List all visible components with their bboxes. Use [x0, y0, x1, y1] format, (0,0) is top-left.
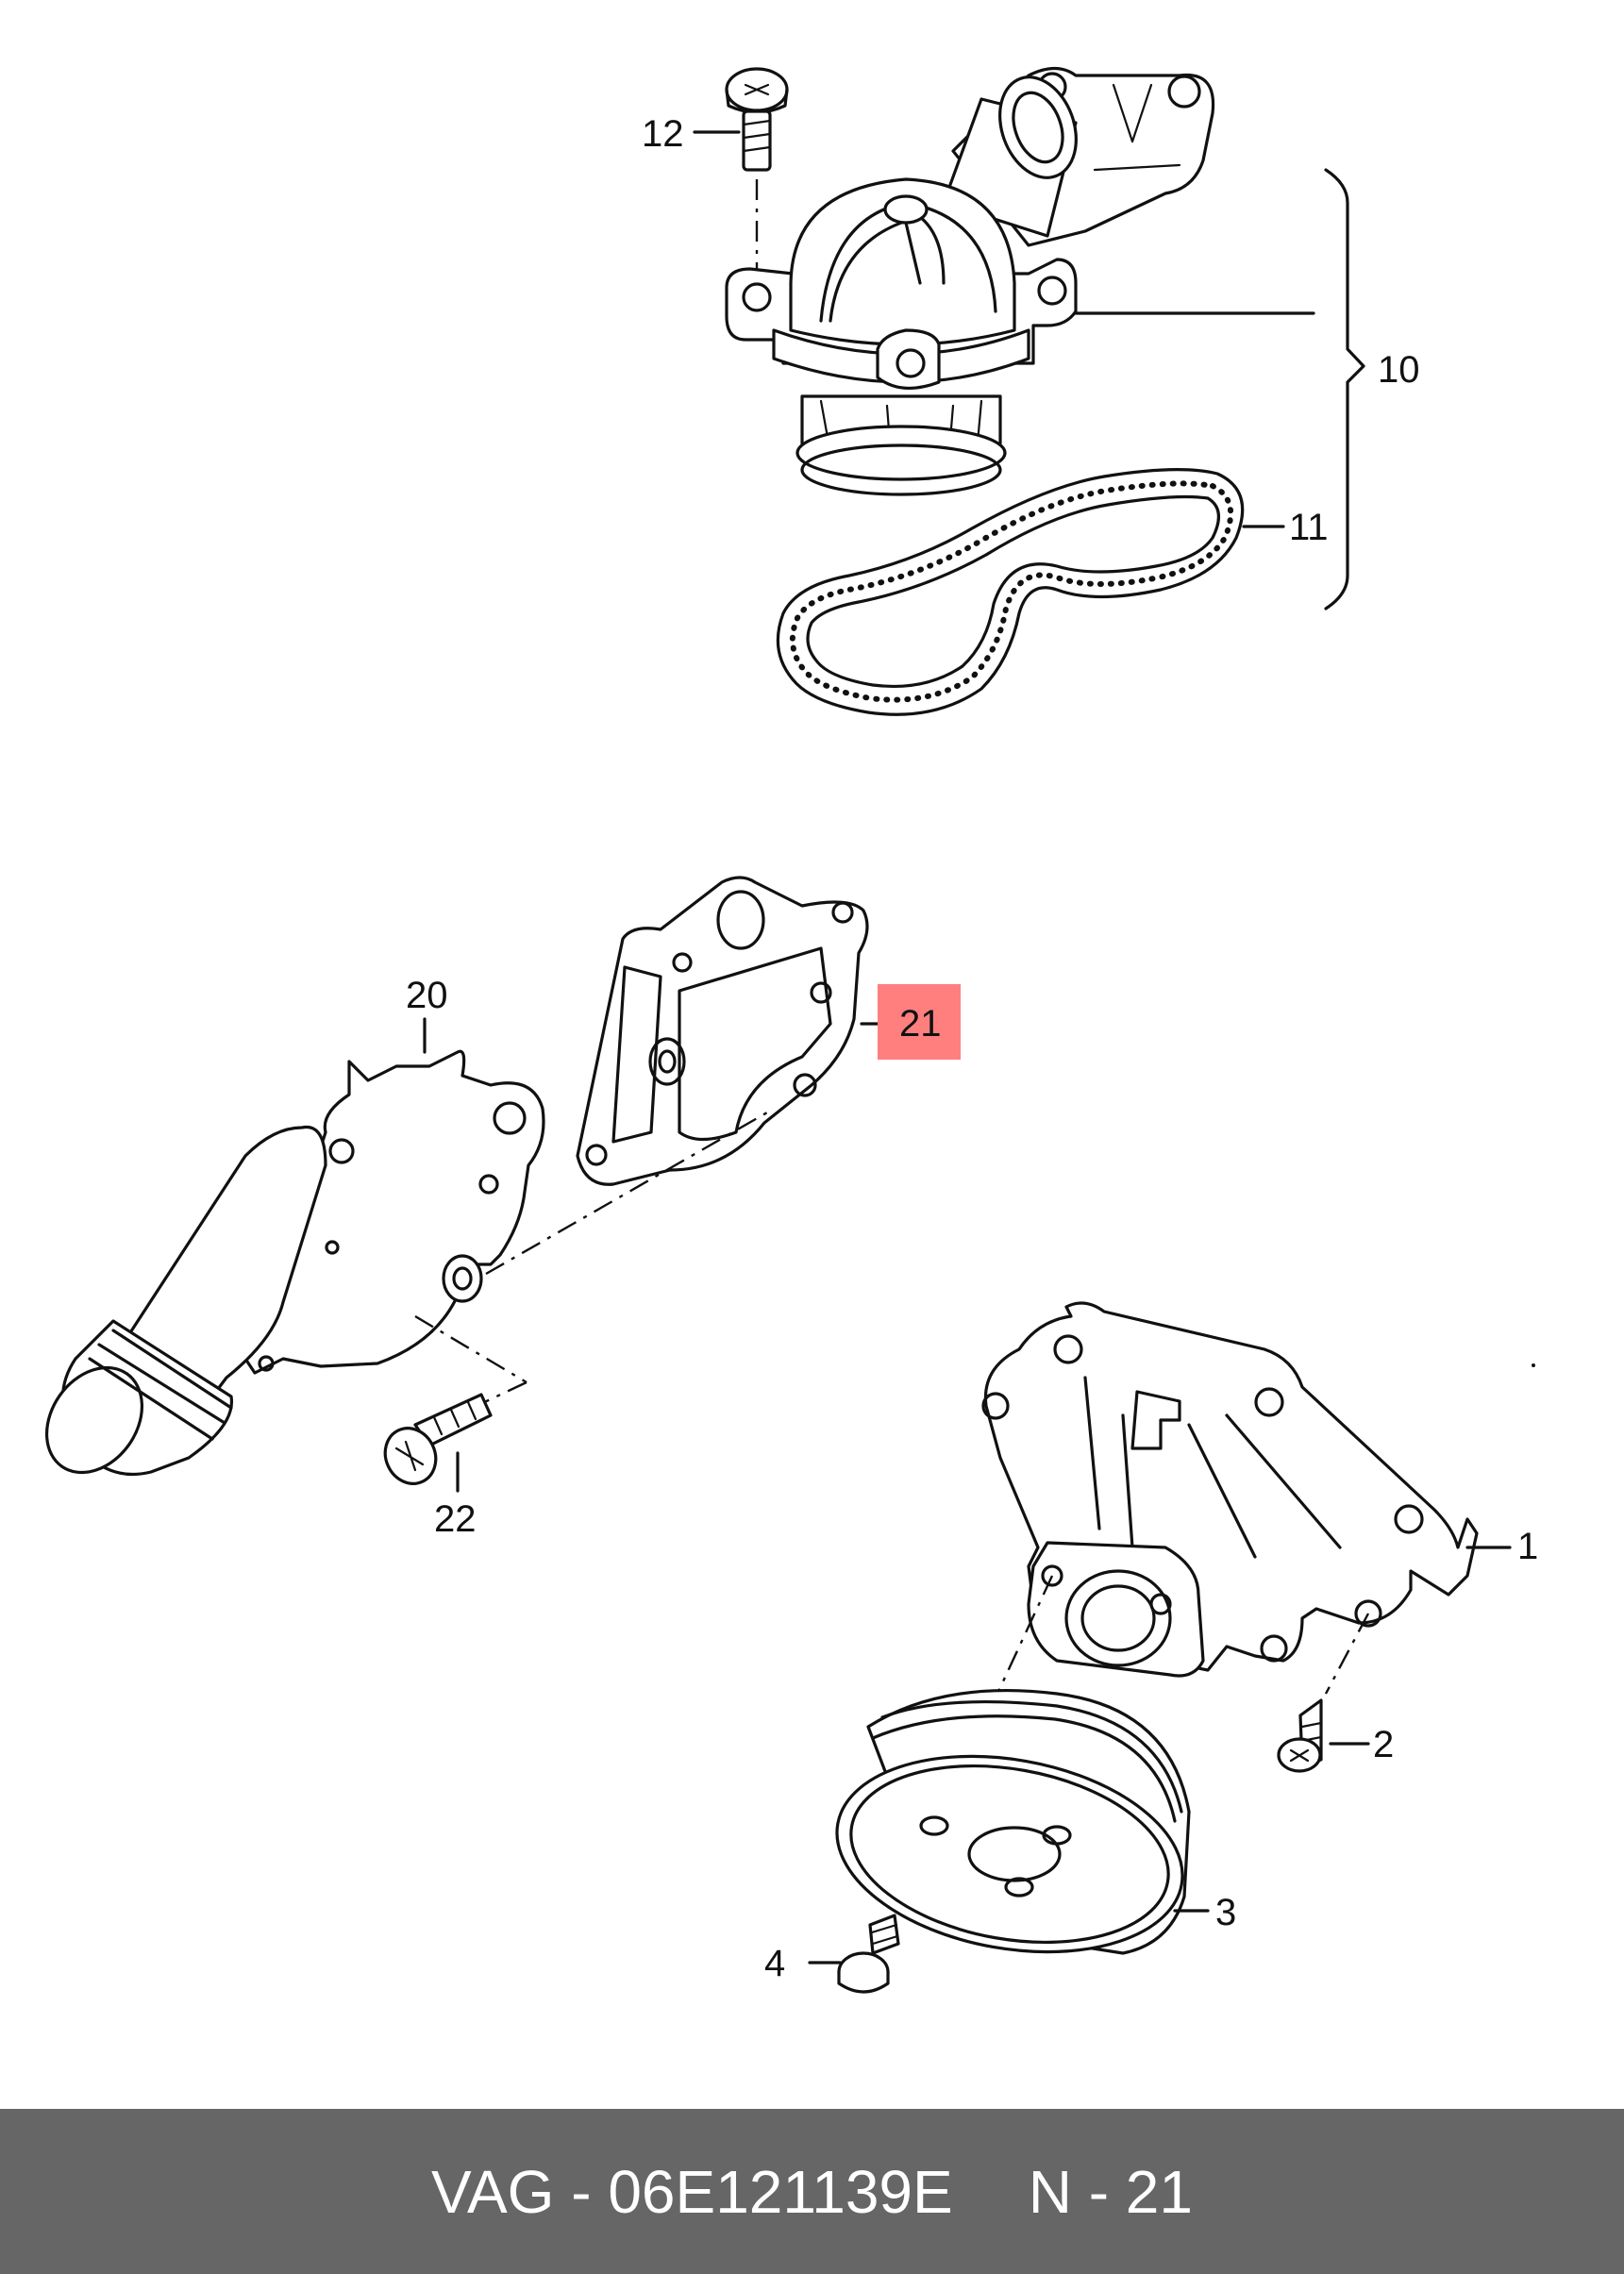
callout-1: 1: [1517, 1526, 1538, 1567]
callout-12: 12: [642, 113, 684, 155]
part-21-gasket: [576, 876, 898, 1186]
part-10-thermostat-housing: [725, 66, 1315, 496]
part-1-water-pump: [981, 1301, 1512, 1678]
footer-bar: VAG - 06E121139E N - 21: [0, 2109, 1624, 2274]
callout-22: 22: [434, 1498, 477, 1540]
callout-10: 10: [1378, 349, 1420, 391]
part-2-screw: [1277, 1698, 1370, 1773]
parts-diagram: 12 10: [44, 66, 1538, 1994]
callout-21-highlight: 21: [878, 984, 961, 1060]
callout-20: 20: [406, 975, 448, 1016]
diagram-position: N - 21: [1028, 2157, 1193, 2226]
part-4-bolt: [808, 1914, 900, 1994]
part-22-screw: [383, 1393, 493, 1493]
part-20-coolant-flange: [44, 1017, 545, 1477]
callout-11: 11: [1289, 507, 1329, 548]
bracket-10: [1324, 168, 1365, 610]
part-11-gasket: [776, 468, 1285, 716]
part-12-screw: [693, 67, 789, 283]
callout-2: 2: [1373, 1724, 1394, 1765]
stray-dot: [1532, 1363, 1535, 1367]
part-number: VAG - 06E121139E: [431, 2157, 953, 2226]
callout-4: 4: [764, 1943, 785, 1984]
part-3-pulley: [835, 1689, 1210, 1955]
callout-3: 3: [1215, 1892, 1236, 1933]
callout-21: 21: [899, 1003, 942, 1045]
